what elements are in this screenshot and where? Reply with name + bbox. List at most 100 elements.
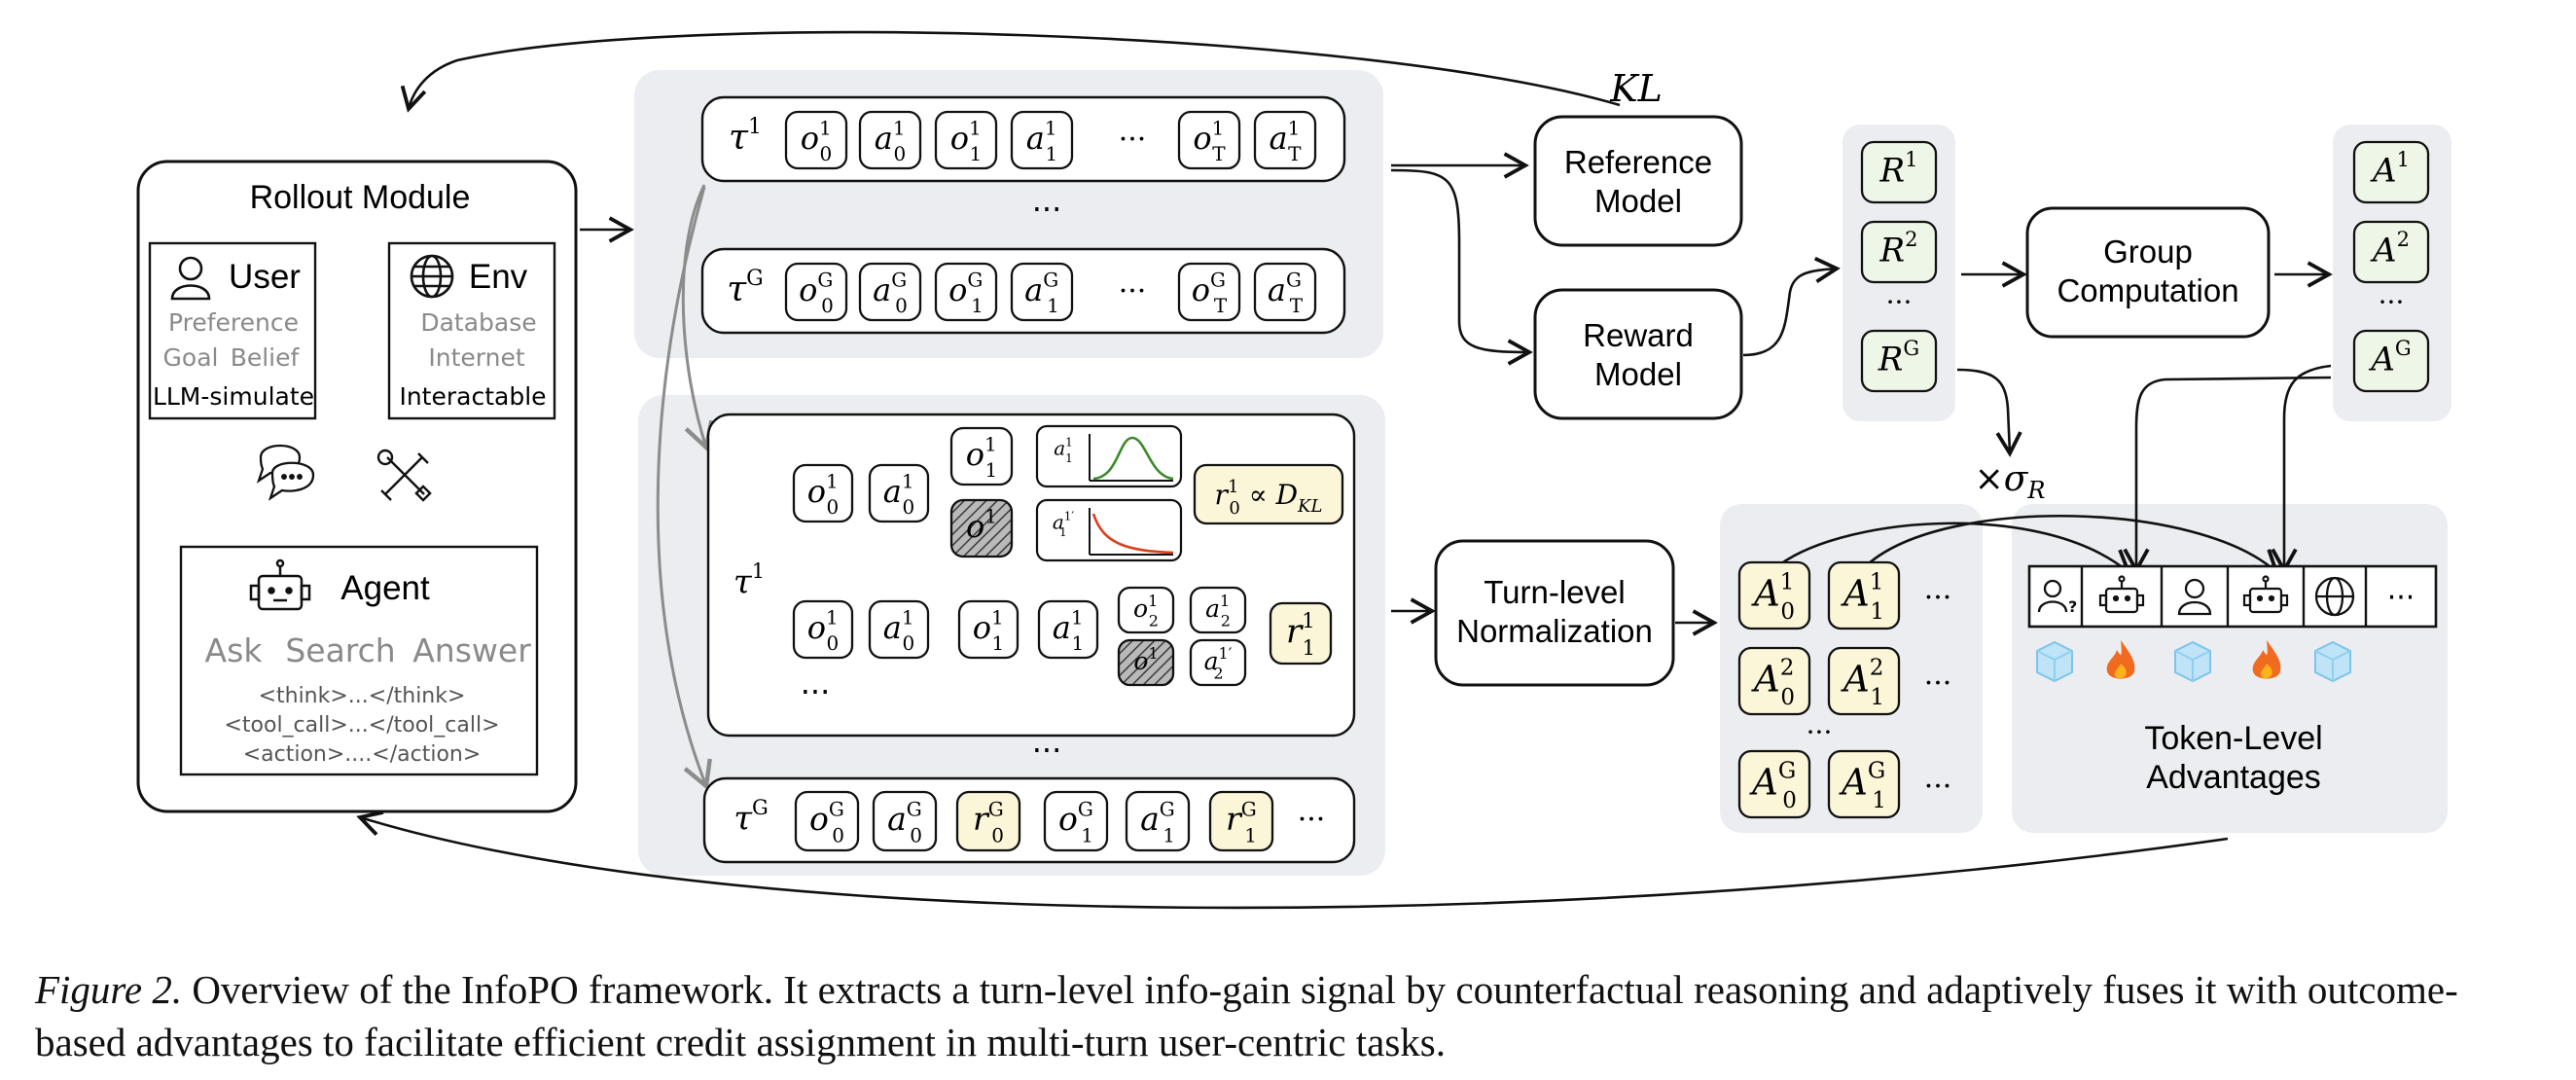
- svg-text:a1′2: a1′2: [1204, 644, 1233, 683]
- dist-plot-a1-prime: [1035, 498, 1183, 562]
- user-title: User: [229, 258, 301, 296]
- agent-box: [179, 545, 539, 776]
- turn-adv-vertical-ellipsis: ···: [1807, 716, 1833, 748]
- user-box: [148, 241, 317, 420]
- svg-text:a1T: a1T: [1270, 117, 1303, 165]
- reward-model-line1: Reward: [1583, 317, 1694, 353]
- ice-icon-2: [2174, 640, 2211, 683]
- reference-model-line1: Reference: [1564, 144, 1712, 180]
- agent-tag-action: <action>....</action>: [243, 742, 482, 767]
- token-to-rollout-feedback-arrow: [356, 810, 2229, 910]
- svg-text:o10: o10: [807, 470, 840, 519]
- svg-text:oGT: oGT: [1192, 269, 1228, 317]
- grey-arrow-to-tauG: [656, 186, 712, 791]
- R-1: R1: [1860, 140, 1938, 204]
- svg-text:o1T: o1T: [1193, 117, 1226, 165]
- svg-text:a10: a10: [883, 606, 914, 655]
- svg-text:o10: o10: [807, 606, 840, 655]
- svg-text:A1: A1: [2370, 148, 2410, 190]
- fire-icon-2: [2252, 640, 2281, 679]
- env-attr-internet: Internet: [428, 343, 524, 372]
- svg-text:a10: a10: [875, 117, 906, 165]
- user-attr-preference: Preference: [168, 308, 299, 337]
- token-globe-icon: [2314, 576, 2355, 617]
- svg-text:A20: A20: [1751, 656, 1795, 710]
- svg-text:o11: o11: [950, 117, 983, 165]
- turn-adv-ellipsis: ···: [1924, 770, 1952, 804]
- svg-text:A10: A10: [1751, 570, 1795, 625]
- user-attr-belief: Belief: [231, 343, 301, 372]
- token-robot-icon-2: [2242, 575, 2289, 614]
- svg-text:AG: AG: [2368, 337, 2411, 378]
- svg-text:o1: o1: [1133, 644, 1158, 675]
- turn-adv-ellipsis: ···: [1924, 666, 1952, 701]
- reference-model-line2: Model: [1594, 183, 1682, 219]
- token-user-icon: [2177, 578, 2212, 616]
- caption-label: Figure 2.: [35, 967, 183, 1012]
- svg-text:RG: RG: [1878, 337, 1919, 378]
- robot-icon: [249, 558, 311, 611]
- env-sim: Interactable: [399, 382, 546, 411]
- svg-text:a11: a11: [1053, 606, 1084, 655]
- svg-text:A2: A2: [2370, 228, 2410, 270]
- R-G: RG: [1860, 329, 1938, 393]
- turnnorm-line1: Turn-level: [1484, 574, 1626, 610]
- svg-text:R2: R2: [1879, 228, 1918, 270]
- R-ellipsis: ···: [1886, 286, 1913, 318]
- turn-level-normalization: Turn-level Normalization: [1434, 539, 1675, 687]
- group-line2: Computation: [2057, 272, 2238, 308]
- svg-text:r11: r11: [1286, 609, 1315, 660]
- svg-text:τ1: τ1: [729, 115, 762, 158]
- chat-icon: [256, 444, 315, 501]
- svg-text:?: ?: [2068, 597, 2077, 616]
- A11-to-token-arrow: [1867, 515, 2279, 575]
- svg-text:o12: o12: [1133, 592, 1159, 630]
- grey-arrow-to-tau1: [681, 184, 714, 452]
- turnnorm-line2: Normalization: [1456, 613, 1653, 649]
- cf2-a2p: a1′2: [1189, 638, 1247, 687]
- ice-icon-1: [2036, 640, 2073, 683]
- agent-action-ask: Ask: [205, 631, 264, 669]
- svg-text:oG0: oG0: [799, 269, 834, 317]
- fire-icon-1: [2106, 640, 2135, 679]
- A-1: A1: [2352, 140, 2430, 204]
- rows-ellipsis: ···: [1032, 191, 1062, 228]
- tau-1-cf-label: τ1: [733, 559, 765, 601]
- row-ellipsis: ···: [1119, 123, 1147, 157]
- rollout-title: Rollout Module: [250, 179, 471, 216]
- svg-text:a1′1: a1′1: [1053, 510, 1075, 539]
- token-robot-icon-1: [2098, 575, 2145, 614]
- svg-text:o1: o1: [966, 505, 997, 545]
- cf-ellipsis: ···: [801, 673, 831, 710]
- connectors: [186, 30, 2333, 910]
- token-level-line2: Advantages: [2146, 759, 2321, 796]
- token-level-line1: Token-Level: [2144, 720, 2322, 757]
- kl-feedback-arrow: [400, 30, 1621, 113]
- figure-caption: Figure 2. Overview of the InfoPO framewo…: [35, 963, 2545, 1068]
- svg-text:r10 ∝ DKL: r10 ∝ DKL: [1215, 477, 1323, 519]
- A-2: A2: [2352, 220, 2430, 284]
- group-line1: Group: [2103, 234, 2193, 270]
- cf-o1-hatched: o1: [949, 498, 1014, 558]
- svg-text:a11: a11: [1026, 117, 1057, 165]
- A-ellipsis: ···: [2379, 286, 2405, 318]
